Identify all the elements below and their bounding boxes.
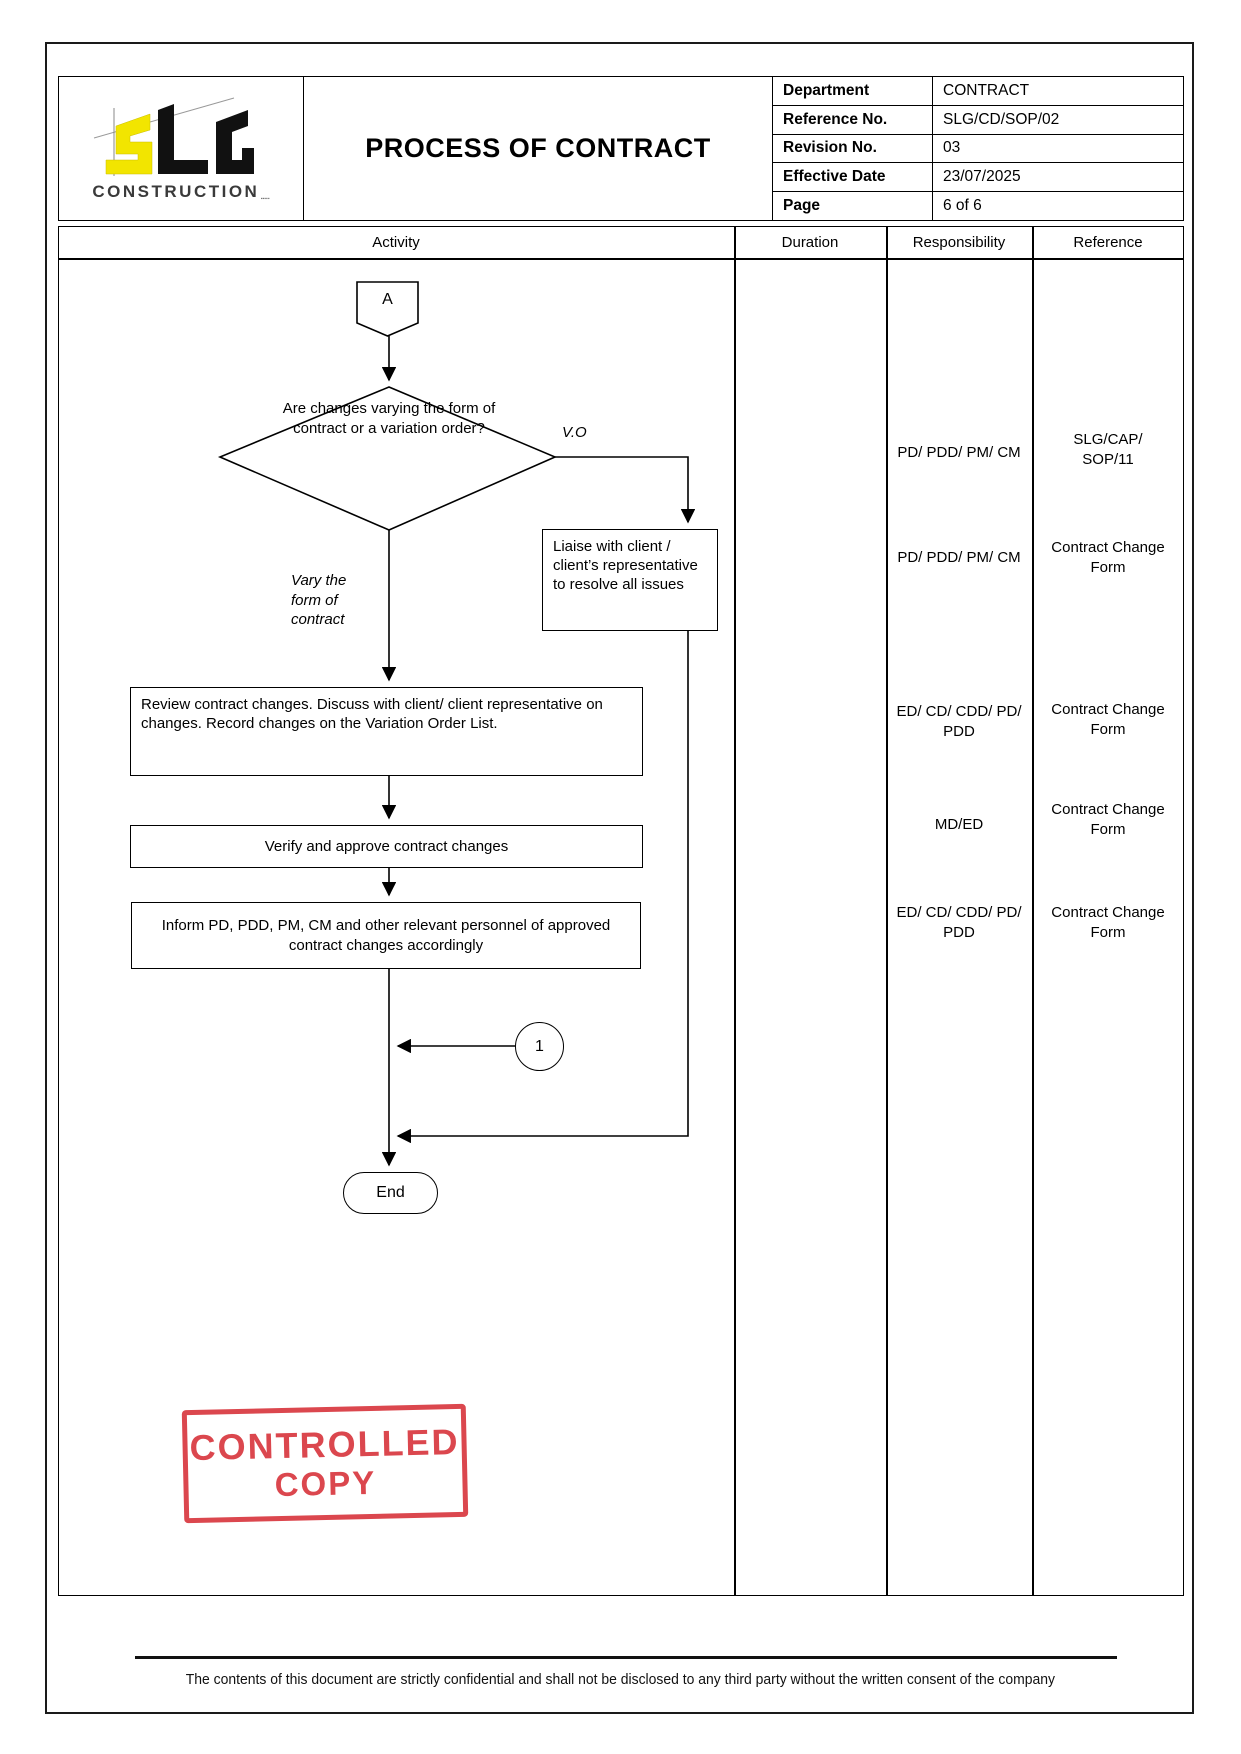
stamp-text-line2: COPY xyxy=(274,1463,377,1504)
company-logo: CONSTRUCTION ▪▪▪▪▪ xyxy=(59,77,304,220)
page-border xyxy=(45,42,1194,1714)
logo-wordmark: CONSTRUCTION ▪▪▪▪▪ xyxy=(92,181,270,202)
flowchart-connectors xyxy=(217,281,696,1167)
slg-logo-icon xyxy=(93,97,254,176)
reference-cell-3: Contract Change Form xyxy=(1051,701,1165,739)
end-node: End xyxy=(343,1172,438,1214)
reference-cell-4: Contract Change Form xyxy=(1051,801,1165,839)
header-row-divider xyxy=(58,258,1184,260)
title-cell: PROCESS OF CONTRACT xyxy=(304,77,773,220)
logo-registration-text: ▪▪▪▪▪ xyxy=(259,195,270,202)
responsibility-cell-3: ED/ CD/ CDD/ PD/ PDD xyxy=(896,703,1022,741)
info-label: Page xyxy=(773,192,933,220)
reference-cell-5: Contract Change Form xyxy=(1051,904,1165,942)
responsibility-cell-2: PD/ PDD/ PM/ CM xyxy=(897,549,1021,566)
column-divider xyxy=(1032,226,1034,1596)
reference-cell-2: Contract Change Form xyxy=(1051,539,1165,577)
document-info-table: Department CONTRACT Reference No. SLG/CD… xyxy=(773,77,1183,220)
column-header-reference: Reference xyxy=(1073,233,1143,251)
info-value: 23/07/2025 xyxy=(943,168,1021,186)
info-value: 6 of 6 xyxy=(943,197,982,215)
reference-cell-1: SLG/CAP/ SOP/11 xyxy=(1073,431,1143,469)
branch-label-vary: Vary the form of contract xyxy=(291,572,347,628)
process-box-review: Review contract changes. Discuss with cl… xyxy=(130,687,643,776)
connector-a-label: A xyxy=(382,291,393,308)
controlled-copy-stamp: CONTROLLED COPY xyxy=(181,1403,469,1524)
stamp-text-line1: CONTROLLED xyxy=(189,1420,460,1469)
process-box-verify: Verify and approve contract changes xyxy=(130,825,643,868)
column-header-duration: Duration xyxy=(781,233,839,251)
logo-letter-g-shape xyxy=(216,109,254,174)
info-value: 03 xyxy=(943,139,961,157)
info-row-page: Page 6 of 6 xyxy=(773,192,1183,220)
responsibility-cell-1: PD/ PDD/ PM/ CM xyxy=(897,444,1021,461)
info-value: CONTRACT xyxy=(943,81,1030,99)
info-label: Revision No. xyxy=(773,134,933,163)
connector-a-shape xyxy=(356,281,419,337)
decision-text: Are changes varying the form of contract… xyxy=(282,400,496,437)
info-label: Effective Date xyxy=(773,163,933,192)
logo-letter-s-shape xyxy=(105,113,153,174)
process-box-liaise: Liaise with client / client’s representa… xyxy=(542,529,718,631)
process-box-inform: Inform PD, PDD, PM, CM and other relevan… xyxy=(131,902,641,969)
confidentiality-notice: The contents of this document are strict… xyxy=(0,1671,1241,1688)
info-row-department: Department CONTRACT xyxy=(773,77,1183,106)
column-divider xyxy=(734,226,736,1596)
header-table: CONSTRUCTION ▪▪▪▪▪ PROCESS OF CONTRACT D… xyxy=(58,76,1184,221)
connector-1: 1 xyxy=(515,1022,564,1071)
info-label: Reference No. xyxy=(773,105,933,134)
branch-label-vo: V.O xyxy=(562,424,587,441)
responsibility-cell-4: MD/ED xyxy=(934,816,984,833)
confidentiality-notice-text: The contents of this document are strict… xyxy=(185,1671,1056,1688)
info-label: Department xyxy=(773,77,933,105)
column-header-responsibility: Responsibility xyxy=(912,233,1006,251)
info-row-revision-no: Revision No. 03 xyxy=(773,134,1183,164)
responsibility-cell-5: ED/ CD/ CDD/ PD/ PDD xyxy=(896,904,1022,942)
column-header-activity: Activity xyxy=(372,233,420,251)
column-divider xyxy=(886,226,888,1596)
logo-letter-l-shape xyxy=(158,103,208,174)
flowchart-table xyxy=(58,226,1184,1596)
page-title: PROCESS OF CONTRACT xyxy=(365,133,711,163)
info-row-reference-no: Reference No. SLG/CD/SOP/02 xyxy=(773,105,1183,135)
info-row-effective-date: Effective Date 23/07/2025 xyxy=(773,163,1183,193)
footer-divider xyxy=(135,1656,1117,1659)
info-value: SLG/CD/SOP/02 xyxy=(943,110,1060,128)
